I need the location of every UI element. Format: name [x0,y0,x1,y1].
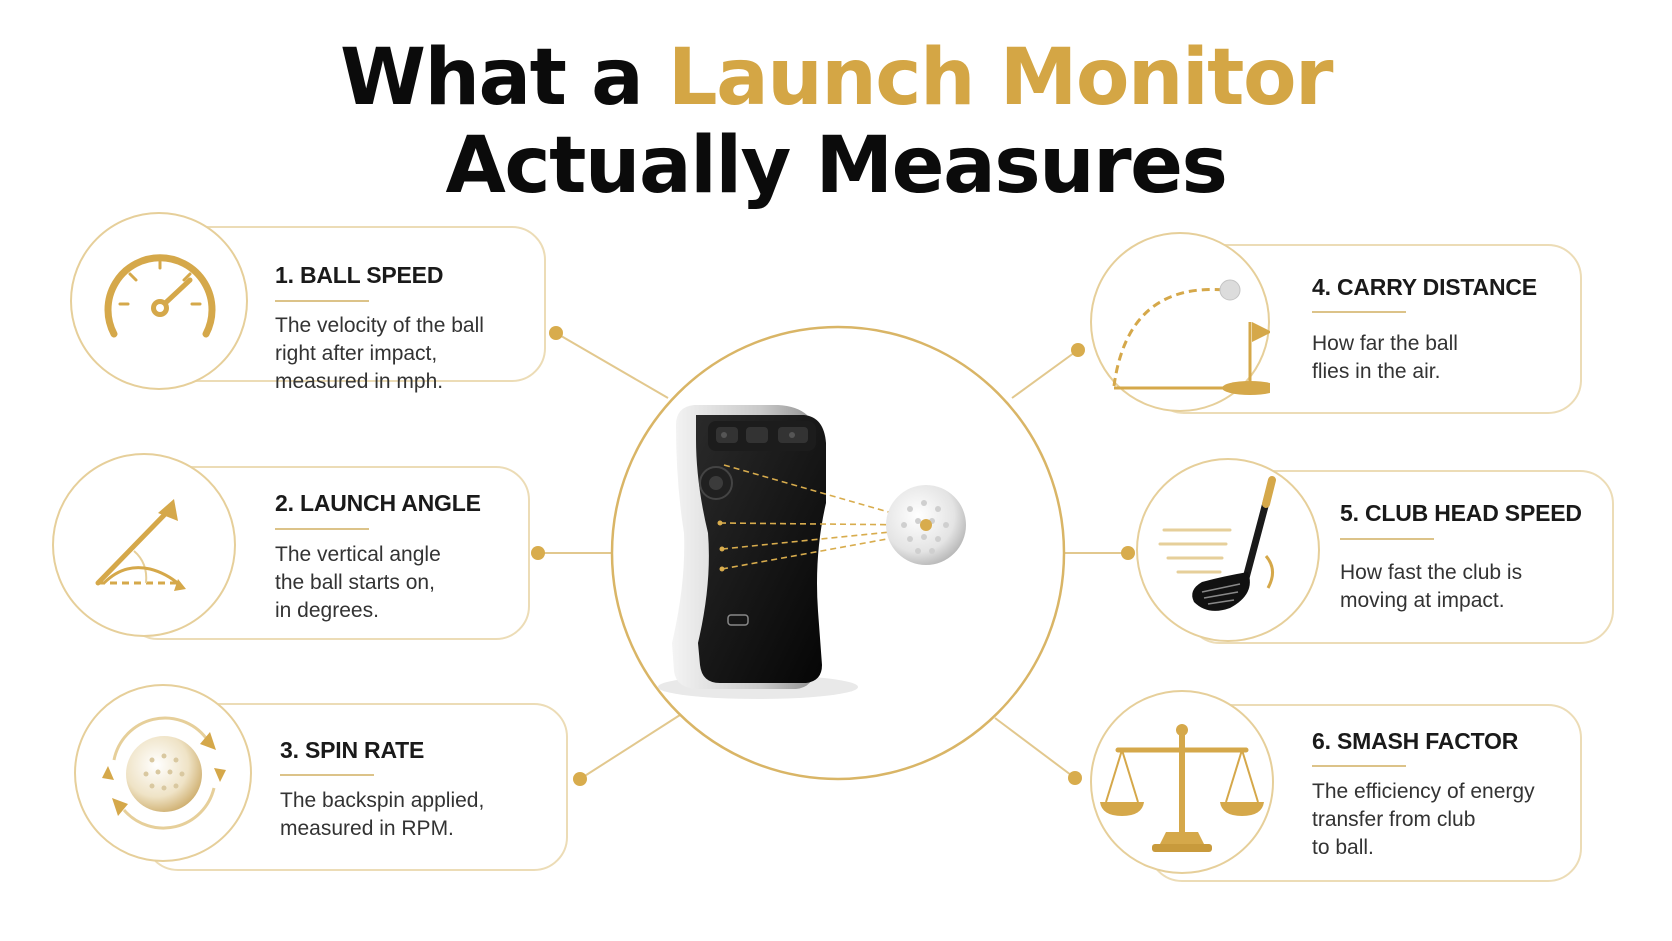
center-illustration [658,405,966,699]
balance-scale-icon [1100,724,1264,852]
spinning-ball-icon [102,716,226,830]
card-title-club-head-speed: 5. CLUB HEAD SPEED [1340,500,1582,526]
divider-launch-angle [275,528,369,530]
card-title-ball-speed: 1. BALL SPEED [275,262,444,288]
card-description-club-head-speed: How fast the club is moving at impact. [1340,561,1523,612]
icon-circle-launch-angle [52,453,236,637]
divider-carry-distance [1312,311,1406,313]
card-title-carry-distance: 4. CARRY DISTANCE [1312,274,1537,300]
card-title-smash-factor: 6. SMASH FACTOR [1312,728,1519,754]
divider-ball-speed [275,300,369,302]
card-description-carry-distance: How far the ball flies in the air. [1312,332,1458,383]
card-title-spin-rate: 3. SPIN RATE [280,737,425,763]
card-description-launch-angle: The vertical angle the ball starts on, i… [275,543,441,622]
icon-circle-smash-factor [1090,690,1274,874]
card-title-launch-angle: 2. LAUNCH ANGLE [275,490,481,516]
page-title-line-1: What a Launch Monitor [0,30,1672,126]
ball-trajectory-flag-icon [1112,279,1270,395]
title-highlight: Launch Monitor [667,33,1334,123]
icon-circle-carry-distance [1090,232,1270,412]
speedometer-icon [104,254,216,338]
card-description-ball-speed: The velocity of the ball right after imp… [275,314,484,393]
connector-dot-smash-factor [1068,771,1082,785]
golf-club-icon [1158,476,1276,611]
connector-dot-ball-speed [549,326,563,340]
connector-dot-spin-rate [573,772,587,786]
divider-club-head-speed [1340,538,1434,540]
page-title-line-2: Actually Measures [445,121,1228,211]
connector-dot-launch-angle [531,546,545,560]
divider-smash-factor [1312,765,1406,767]
icon-circle-club-head-speed [1136,458,1320,642]
golf-ball-icon [886,485,966,565]
card-description-smash-factor: The efficiency of energy transfer from c… [1312,780,1535,859]
divider-spin-rate [280,774,374,776]
launch-angle-icon [95,499,186,591]
title-prefix: What a [339,33,644,123]
card-description-spin-rate: The backspin applied, measured in RPM. [280,789,485,840]
connector-dot-club-head-speed [1121,546,1135,560]
icon-circle-spin-rate [74,684,252,862]
icon-circle-ball-speed [70,212,248,390]
launch-monitor-device-icon [658,405,858,699]
connector-dot-carry-distance [1071,343,1085,357]
